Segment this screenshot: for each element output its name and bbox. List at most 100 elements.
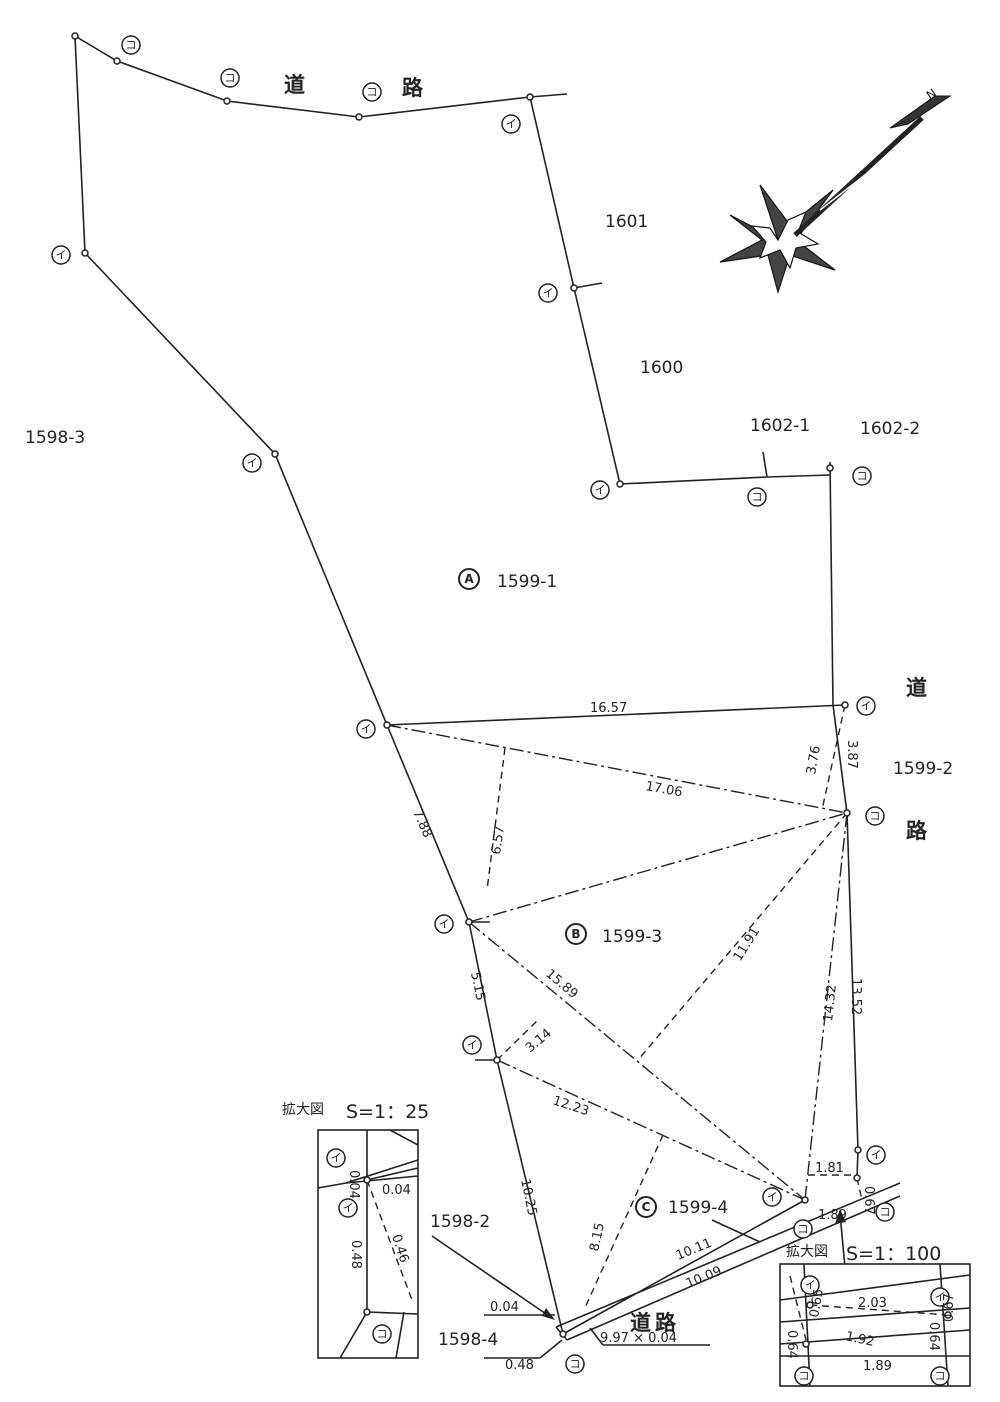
marker-ko-icon: コ — [865, 806, 885, 826]
dim-12-23: 12.23 — [551, 1094, 591, 1120]
marker-i-icon: イ — [930, 1287, 950, 1307]
marker-i-icon: イ — [856, 696, 876, 716]
marker-i-icon: イ — [338, 1198, 358, 1218]
svg-text:コ: コ — [857, 470, 868, 483]
area-badge-b: B — [565, 923, 587, 945]
dimension-lines — [386, 704, 863, 1311]
marker-i-icon: イ — [501, 114, 521, 134]
inset-right-dim-c: 1.92 — [844, 1329, 875, 1350]
svg-text:コ: コ — [367, 86, 378, 99]
svg-text:コ: コ — [377, 1328, 388, 1341]
marker-i-icon: イ — [51, 245, 71, 265]
marker-i-icon: イ — [762, 1187, 782, 1207]
parcel-label-1598-2: 1598-2 — [430, 1212, 490, 1232]
survey-points — [71, 32, 862, 1338]
inset-right-dim-e: 0.64 — [926, 1322, 941, 1351]
area-badge-c: C — [635, 1196, 657, 1218]
parcel-label-1599-3: 1599-3 — [602, 927, 662, 947]
svg-text:イ: イ — [935, 1291, 946, 1304]
svg-text:A: A — [464, 572, 474, 586]
road-label-ro: 路 — [655, 1311, 677, 1335]
marker-ko-icon: コ — [793, 1219, 813, 1239]
road-label-do: 道 — [284, 73, 305, 97]
dim-7-88: 7.88 — [409, 808, 434, 841]
svg-text:イ: イ — [543, 287, 554, 300]
marker-i-icon: イ — [866, 1145, 886, 1165]
inset-right-dim-b: 0.65 — [807, 1288, 827, 1319]
svg-text:イ: イ — [343, 1202, 354, 1215]
dim-6-57: 6.57 — [489, 825, 508, 856]
marker-ko-icon: コ — [220, 68, 240, 88]
parcel-label-1599-4: 1599-4 — [668, 1198, 728, 1218]
dim-3-87: 3.87 — [844, 740, 859, 769]
dim-14-32: 14.32 — [821, 984, 840, 1023]
inset-left-title: 拡大図 — [282, 1102, 324, 1118]
road-label-do: 道 — [630, 1311, 651, 1335]
marker-ko-icon: コ — [372, 1324, 392, 1344]
marker-ko-icon: コ — [747, 487, 767, 507]
marker-i-icon: イ — [590, 480, 610, 500]
svg-text:コ: コ — [225, 72, 236, 85]
area-badge-a: A — [458, 568, 480, 590]
inset-right-dim-a: 2.03 — [858, 1296, 887, 1311]
inset-right-scale: S=1：100 — [846, 1243, 941, 1265]
inset-left-scale: S=1：25 — [346, 1101, 429, 1123]
leader-lines — [431, 1209, 846, 1359]
marker-ko-icon: コ — [930, 1366, 950, 1386]
inset-right-dim-d: 0.64 — [784, 1330, 799, 1359]
svg-text:コ: コ — [798, 1223, 809, 1236]
marker-i-icon: イ — [538, 283, 558, 303]
svg-text:イ: イ — [247, 457, 258, 470]
inset-left: 拡大図 S=1：25 イ イ コ 0.04 0.04 0.48 0.46 — [282, 1101, 429, 1359]
dim-1-81: 1.81 — [815, 1161, 844, 1176]
inset-right-dim-f: 0.67 — [942, 1293, 957, 1322]
compass-icon: N — [719, 86, 952, 295]
dim-10-11: 10.11 — [674, 1236, 714, 1264]
svg-text:B: B — [571, 927, 580, 941]
inset-right-title: 拡大図 — [786, 1244, 828, 1260]
svg-text:コ: コ — [870, 810, 881, 823]
svg-text:イ: イ — [871, 1149, 882, 1162]
parcel-label-1599-2: 1599-2 — [893, 759, 953, 779]
svg-text:イ: イ — [506, 118, 517, 131]
dim-10-09: 10.09 — [684, 1264, 724, 1292]
svg-text:コ: コ — [126, 39, 137, 52]
dim-15-89: 15.89 — [542, 967, 580, 1002]
dim-1-89: 1.89 — [818, 1208, 847, 1223]
inset-left-dim-c: 0.48 — [348, 1240, 363, 1269]
svg-text:イ: イ — [805, 1279, 816, 1292]
svg-text:コ: コ — [570, 1358, 581, 1371]
dim-0-48: 0.48 — [505, 1358, 534, 1373]
dim-16-57: 16.57 — [590, 701, 627, 716]
svg-text:イ: イ — [439, 918, 450, 931]
dim-9-97: 9.97 × 0.04 — [600, 1331, 677, 1346]
road-label-do: 道 — [906, 676, 927, 700]
parcel-label-1599-1: 1599-1 — [497, 572, 557, 592]
marker-i-icon: イ — [800, 1275, 820, 1295]
svg-text:コ: コ — [935, 1370, 946, 1383]
parcel-label-1601: 1601 — [605, 212, 648, 232]
svg-text:イ: イ — [331, 1152, 342, 1165]
marker-ko-icon: コ — [565, 1354, 585, 1374]
svg-text:イ: イ — [361, 723, 372, 736]
marker-ko-icon: コ — [875, 1202, 895, 1222]
dim-0-04: 0.04 — [490, 1300, 519, 1315]
dim-0-67: 0.67 — [861, 1186, 876, 1215]
road-label-ro: 路 — [402, 76, 424, 100]
marker-ko-icon: コ — [362, 82, 382, 102]
marker-i-icon: イ — [462, 1035, 482, 1055]
marker-i-icon: イ — [242, 453, 262, 473]
inset-left-dim-b: 0.04 — [382, 1183, 411, 1198]
parcel-label-1598-4: 1598-4 — [438, 1330, 498, 1350]
dim-5-15: 5.15 — [467, 971, 488, 1002]
dim-17-06: 17.06 — [644, 779, 683, 800]
dim-10-25: 10.25 — [517, 1178, 539, 1218]
dim-3-76: 3.76 — [804, 745, 824, 776]
svg-text:コ: コ — [799, 1370, 810, 1383]
svg-text:イ: イ — [767, 1191, 778, 1204]
dim-8-15: 8.15 — [587, 1221, 608, 1252]
parcel-label-1600: 1600 — [640, 358, 683, 378]
svg-text:イ: イ — [467, 1039, 478, 1052]
inset-right-dim-g: 1.89 — [863, 1359, 892, 1374]
svg-text:C: C — [642, 1200, 651, 1214]
